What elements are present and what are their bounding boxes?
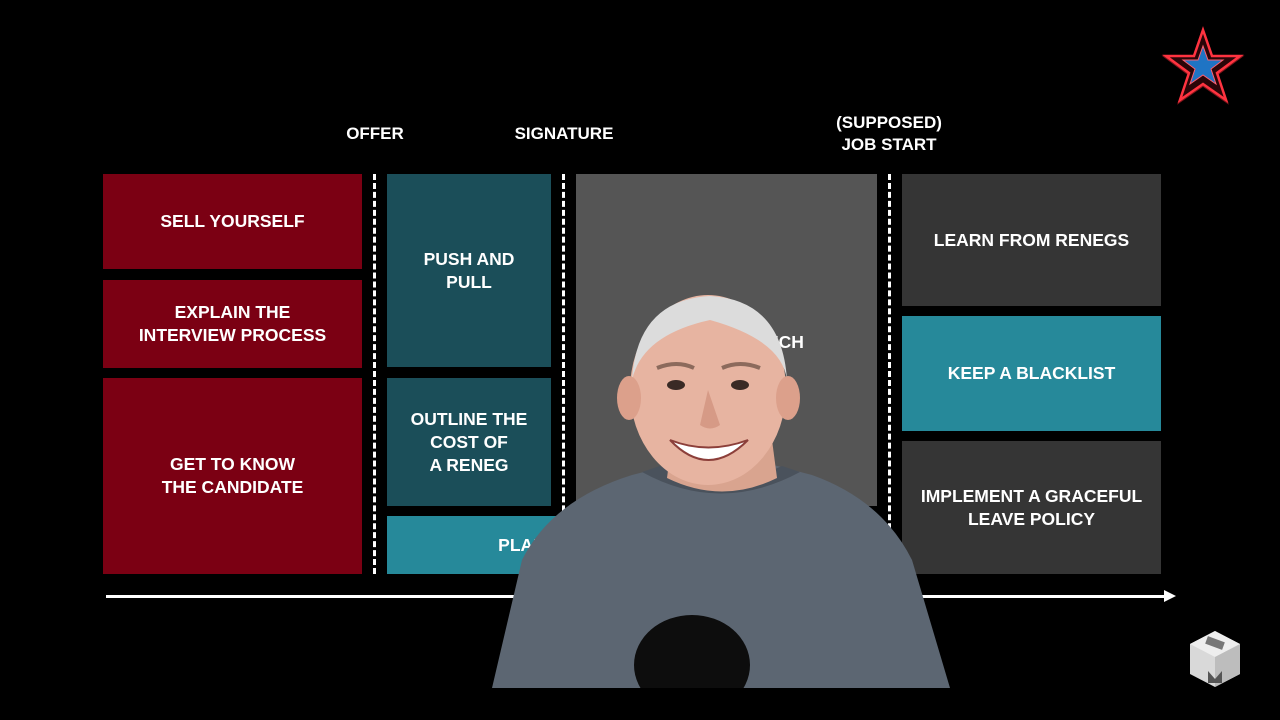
box-explain-interview-process: EXPLAIN THE INTERVIEW PROCESS — [103, 280, 362, 368]
box-graceful-leave-policy: IMPLEMENT A GRACEFUL LEAVE POLICY — [902, 441, 1161, 574]
divider-job-start — [888, 174, 891, 574]
divider-offer — [373, 174, 376, 574]
box-outline-cost-of-reneg: OUTLINE THE COST OF A RENEG — [387, 378, 551, 506]
divider-signature — [562, 174, 565, 574]
box-get-to-know-candidate: GET TO KNOW THE CANDIDATE — [103, 378, 362, 574]
milestone-signature: SIGNATURE — [514, 124, 614, 143]
box-push-and-pull: PUSH AND PULL — [387, 174, 551, 367]
milestone-job-start: (SUPPOSED) JOB START — [836, 113, 942, 154]
box-learn-from-renegs: LEARN FROM RENEGS — [902, 174, 1161, 306]
neon-star-logo-icon — [1161, 26, 1245, 105]
milestone-offer: OFFER — [346, 124, 404, 143]
presenter-webcam-overlay — [492, 295, 950, 688]
box-keep-a-blacklist: KEEP A BLACKLIST — [902, 316, 1161, 431]
timeline-arrow-icon — [1164, 590, 1176, 602]
cube-logo-icon — [1190, 631, 1240, 687]
box-sell-yourself: SELL YOURSELF — [103, 174, 362, 269]
